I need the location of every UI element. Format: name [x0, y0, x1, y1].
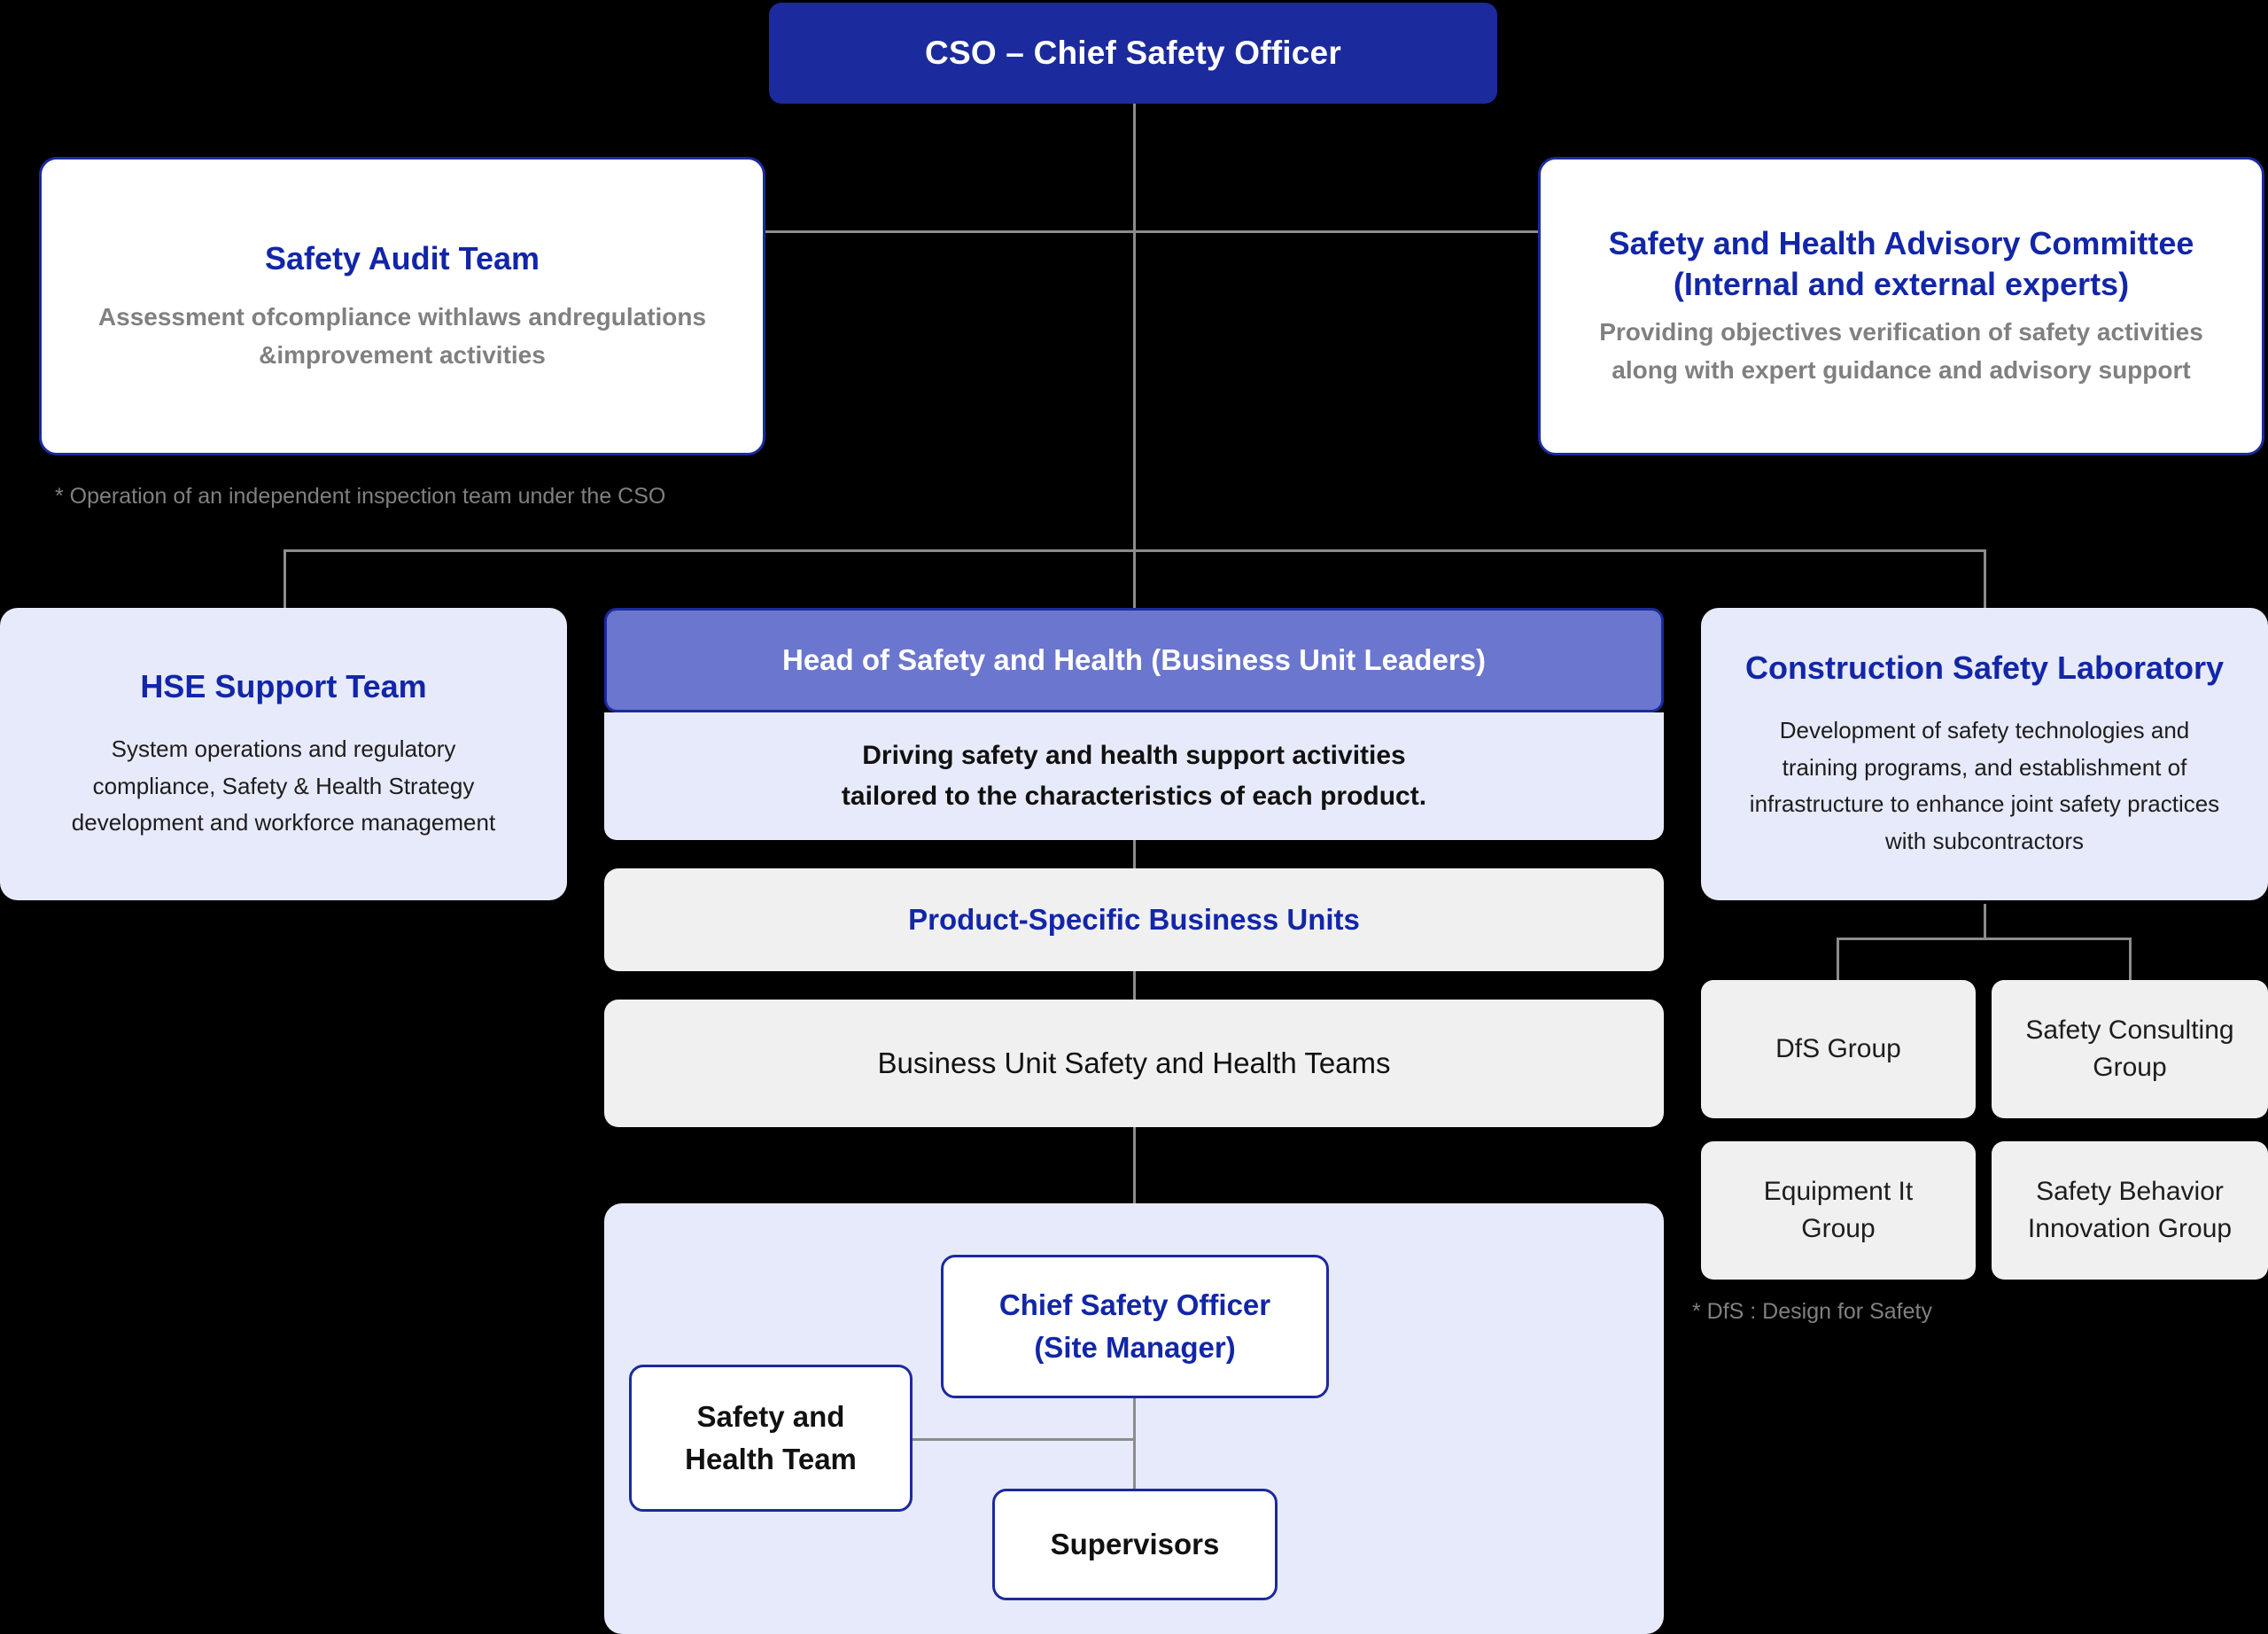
site-sh-team-line1: Safety and	[696, 1400, 845, 1434]
product-specific-business-units-box[interactable]: Product-Specific Business Units	[604, 868, 1664, 971]
construction-safety-laboratory-box[interactable]: Construction Safety Laboratory Developme…	[1701, 608, 2268, 900]
connector-lab-left-drop	[1837, 938, 1839, 980]
safety-audit-team-description: Assessment ofcompliance withlaws andregu…	[97, 302, 707, 369]
connector-bu-to-teams	[1133, 971, 1136, 1000]
construction-safety-laboratory-title: Construction Safety Laboratory	[1744, 650, 2225, 687]
advisory-committee-title-line2: (Internal and external experts)	[1673, 265, 2130, 302]
site-supervisors-box[interactable]: Supervisors	[992, 1489, 1278, 1600]
connector-row1-horizontal	[765, 230, 1538, 233]
head-of-safety-health-title: Head of Safety and Health (Business Unit…	[781, 643, 1486, 676]
lab-group-equipment-it[interactable]: Equipment It Group	[1701, 1141, 1976, 1280]
audit-footnote: * Operation of an independent inspection…	[55, 484, 666, 509]
lab-footnote: * DfS : Design for Safety	[1692, 1299, 1932, 1324]
business-unit-safety-health-teams-box[interactable]: Business Unit Safety and Health Teams	[604, 1000, 1664, 1127]
site-chief-line1: Chief Safety Officer	[998, 1288, 1271, 1322]
connector-teams-to-site	[1133, 1127, 1136, 1278]
safety-audit-team-title: Safety Audit Team	[264, 239, 540, 276]
head-of-safety-health-description: Driving safety and health support activi…	[604, 712, 1664, 840]
connector-lab-right-drop	[2129, 938, 2132, 980]
safety-audit-team-box[interactable]: Safety Audit Team Assessment ofcomplianc…	[39, 157, 765, 455]
lab-group-safety-behavior-innovation-label: Safety Behavior Innovation Group	[2027, 1177, 2233, 1243]
site-chief-safety-officer-box[interactable]: Chief Safety Officer (Site Manager)	[941, 1255, 1329, 1398]
connector-branch-center	[1133, 549, 1136, 608]
head-desc-line1: Driving safety and health support activi…	[862, 740, 1406, 770]
lab-group-safety-behavior-innovation[interactable]: Safety Behavior Innovation Group	[1992, 1141, 2268, 1280]
advisory-committee-box[interactable]: Safety and Health Advisory Committee (In…	[1538, 157, 2264, 455]
construction-safety-laboratory-description: Development of safety technologies and t…	[1749, 717, 2220, 854]
connector-lab-bracket	[1837, 938, 2132, 940]
connector-center-to-bu	[1133, 840, 1136, 868]
product-specific-business-units-label: Product-Specific Business Units	[908, 903, 1360, 936]
cso-box[interactable]: CSO – Chief Safety Officer	[769, 3, 1497, 104]
cso-title: CSO – Chief Safety Officer	[925, 35, 1341, 71]
site-supervisors-label: Supervisors	[1050, 1528, 1220, 1561]
head-of-safety-health-header[interactable]: Head of Safety and Health (Business Unit…	[604, 608, 1664, 712]
hse-support-team-description: System operations and regulatory complia…	[71, 735, 496, 836]
lab-group-safety-consulting-label: Safety Consulting Group	[2025, 1015, 2234, 1082]
site-chief-line2: (Site Manager)	[1034, 1331, 1236, 1364]
connector-branch-left	[284, 549, 286, 608]
connector-site-chief-down	[1133, 1397, 1136, 1521]
hse-support-team-title: HSE Support Team	[140, 668, 427, 705]
connector-cso-trunk	[1133, 230, 1136, 549]
lab-group-safety-consulting[interactable]: Safety Consulting Group	[1992, 980, 2268, 1118]
connector-lab-stem	[1984, 904, 1986, 939]
connector-site-chief-to-team	[910, 1438, 1135, 1441]
center-column: Head of Safety and Health (Business Unit…	[604, 608, 1664, 840]
lab-group-dfs[interactable]: DfS Group	[1701, 980, 1976, 1118]
connector-cso-vertical	[1133, 104, 1136, 233]
site-sh-team-line2: Health Team	[685, 1443, 857, 1475]
lab-group-equipment-it-label: Equipment It Group	[1763, 1177, 1914, 1243]
lab-group-dfs-label: DfS Group	[1775, 1034, 1901, 1063]
hse-support-team-box[interactable]: HSE Support Team System operations and r…	[0, 608, 567, 900]
advisory-committee-description: Providing objectives verification of saf…	[1599, 318, 2203, 384]
head-desc-line2: tailored to the characteristics of each …	[841, 782, 1427, 811]
connector-branch-right	[1984, 549, 1986, 608]
advisory-committee-title-line1: Safety and Health Advisory Committee	[1608, 224, 2194, 261]
site-safety-health-team-box[interactable]: Safety and Health Team	[629, 1365, 913, 1512]
business-unit-safety-health-teams-label: Business Unit Safety and Health Teams	[877, 1047, 1391, 1079]
